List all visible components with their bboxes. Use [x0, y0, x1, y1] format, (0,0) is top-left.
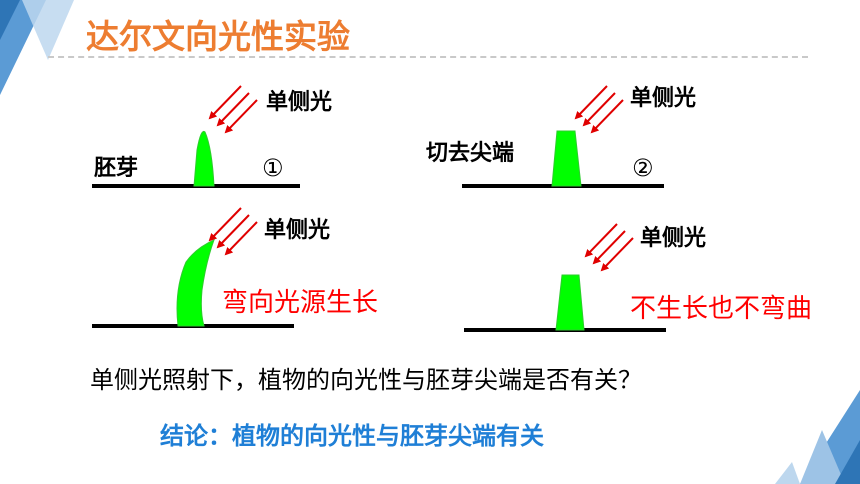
coleoptile-label: 胚芽: [94, 155, 139, 181]
light-label-4: 单侧光: [640, 225, 707, 251]
tip-removed-label: 切去尖端: [426, 140, 515, 166]
question-text: 单侧光照射下，植物的向光性与胚芽尖端是否有关？: [90, 366, 642, 394]
result-no-growth-text: 不生长也不弯曲: [630, 294, 813, 324]
coleoptile-cut-result: [555, 274, 585, 331]
panel-1-intact: [92, 85, 300, 188]
corner-decoration-top-left: [0, 0, 74, 95]
light-label-3: 单侧光: [264, 217, 331, 243]
light-arrows-3: [208, 207, 258, 256]
light-label-2: 单侧光: [630, 85, 697, 111]
panel-2-tip-removed: [462, 85, 664, 188]
conclusion-text: 结论：植物的向光性与胚芽尖端有关: [160, 422, 544, 450]
light-arrows-2: [574, 85, 624, 134]
result-bend-text: 弯向光源生长: [222, 288, 379, 318]
light-arrows-1: [208, 85, 258, 134]
light-label-1: 单侧光: [266, 89, 333, 115]
corner-decoration-bottom-right: [775, 390, 860, 484]
coleoptile-intact: [193, 130, 215, 187]
light-arrows-4: [584, 223, 634, 272]
page-title: 达尔文向光性实验: [86, 17, 350, 56]
coleoptile-bending: [176, 239, 215, 327]
title-divider: [48, 56, 808, 58]
panel-number-2: ②: [632, 154, 654, 182]
panel-number-1: ①: [262, 154, 284, 182]
panel-3-bending: [92, 207, 294, 328]
panel-4-no-growth: [464, 223, 666, 332]
coleoptile-cut: [551, 130, 582, 187]
